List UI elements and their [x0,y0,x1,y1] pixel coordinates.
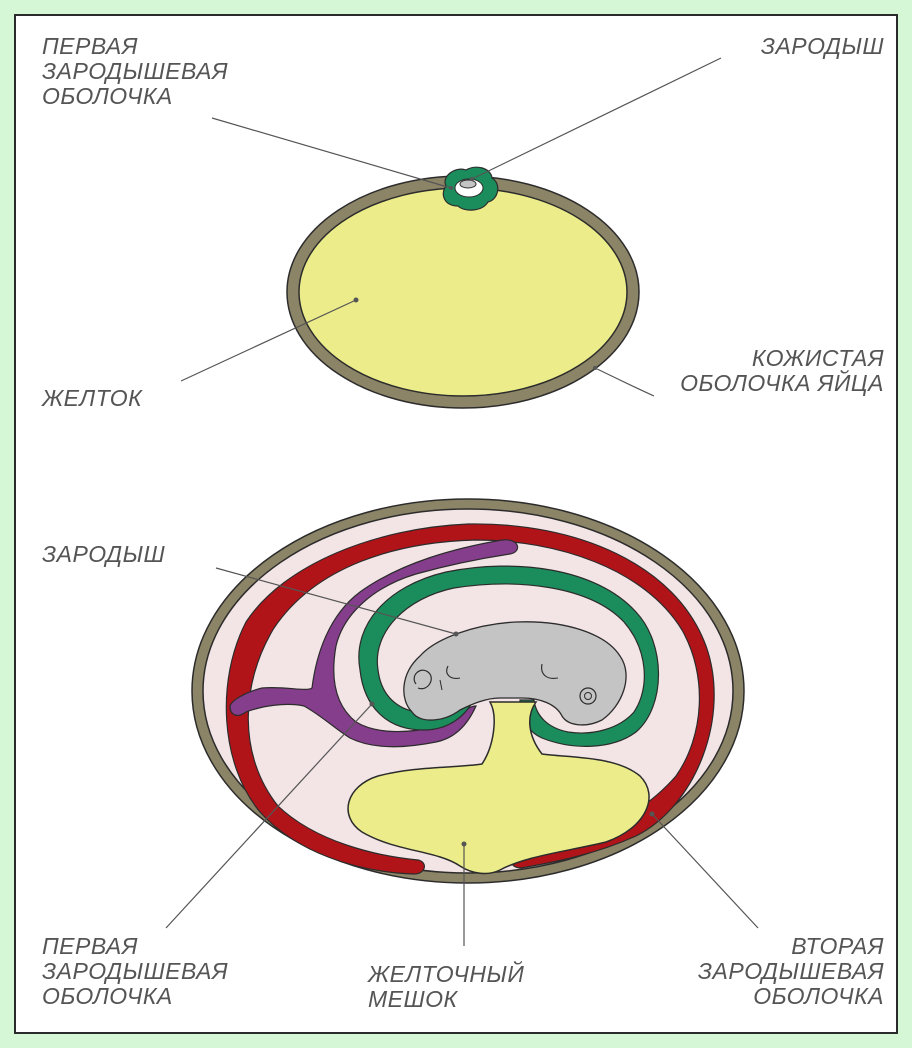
label-bottom-second-membrane: ВТОРАЯ ЗАРОДЫШЕВАЯ ОБОЛОЧКА [698,934,884,1009]
label-top-shell: КОЖИСТАЯ ОБОЛОЧКА ЯЙЦА [680,346,884,396]
label-line: МЕШОК [368,987,524,1012]
label-line: КОЖИСТАЯ [680,346,884,371]
label-top-embryo: ЗАРОДЫШ [761,34,884,59]
bottom-egg [166,499,758,946]
leader-top-first-membrane [212,118,451,188]
label-bottom-first-membrane: ПЕРВАЯ ЗАРОДЫШЕВАЯ ОБОЛОЧКА [42,934,228,1009]
dot-top-yolk [354,298,359,303]
label-line: ЗАРОДЫШЕВАЯ [42,959,228,984]
dot-top-embryo [470,177,474,181]
egg-diagram-svg [16,16,896,1032]
label-line: ЗАРОДЫШ [761,34,884,59]
label-line: ПЕРВАЯ [42,934,228,959]
label-line: ОБОЛОЧКА [698,984,884,1009]
label-line: ЗАРОДЫШ [42,542,165,567]
dot-top-membrane [449,186,453,190]
dot-bottom-yolk-sac [462,842,467,847]
diagram-panel: ПЕРВАЯ ЗАРОДЫШЕВАЯ ОБОЛОЧКА ЗАРОДЫШ ЖЕЛТ… [14,14,898,1034]
leader-top-embryo [472,58,721,179]
label-line: ПЕРВАЯ [42,34,228,59]
label-top-first-membrane: ПЕРВАЯ ЗАРОДЫШЕВАЯ ОБОЛОЧКА [42,34,228,109]
label-line: ОБОЛОЧКА [42,984,228,1009]
dot-bottom-first-membrane [370,702,375,707]
top-egg [181,58,721,408]
label-line: ЗАРОДЫШЕВАЯ [42,59,228,84]
label-line: ЗАРОДЫШЕВАЯ [698,959,884,984]
leader-top-shell [595,368,654,396]
label-line: ОБОЛОЧКА ЯЙЦА [680,371,884,396]
label-line: ЖЕЛТОЧНЫЙ [368,962,524,987]
label-top-yolk: ЖЕЛТОК [42,386,142,411]
label-line: ЖЕЛТОК [42,386,142,411]
label-line: ВТОРАЯ [698,934,884,959]
leader-bottom-second-membrane [652,814,758,928]
label-bottom-embryo: ЗАРОДЫШ [42,542,165,567]
dot-top-shell [593,366,597,370]
label-line: ОБОЛОЧКА [42,84,228,109]
dot-bottom-second-membrane [650,812,655,817]
label-bottom-yolk-sac: ЖЕЛТОЧНЫЙ МЕШОК [368,962,524,1012]
dot-bottom-embryo [454,632,459,637]
top-yolk [299,188,627,396]
